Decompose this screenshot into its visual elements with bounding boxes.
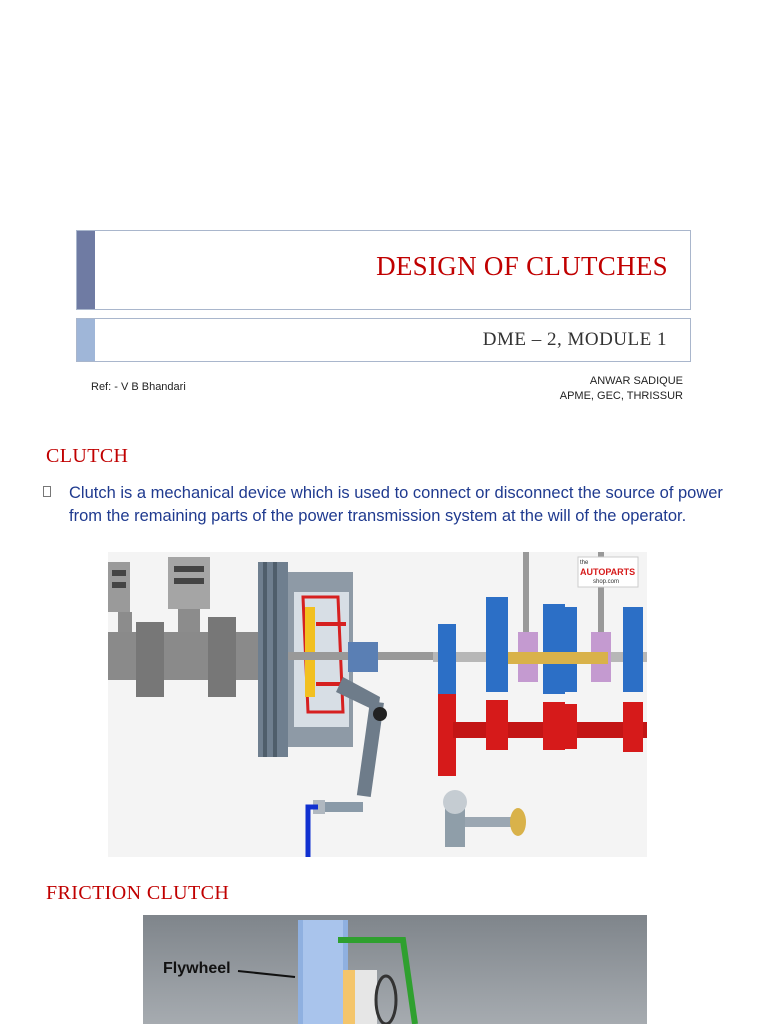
page-subtitle: DME – 2, MODULE 1	[482, 329, 667, 350]
flywheel-label: Flywheel	[163, 960, 231, 977]
clutch-transmission-diagram: the AUTOPARTS shop.com	[108, 552, 647, 857]
red-gears-icon	[438, 694, 647, 776]
title-accent-bar	[77, 231, 95, 309]
bullet-square-icon	[43, 486, 51, 497]
logo-text-bottom: shop.com	[593, 579, 619, 585]
author-affiliation: APME, GEC, THRISSUR	[559, 390, 683, 402]
shift-fork-icon	[443, 790, 526, 847]
autoparts-logo: the AUTOPARTS shop.com	[577, 556, 639, 588]
subtitle-accent-bar	[77, 319, 95, 361]
author-block: ANWAR SADIQUE APME, GEC, THRISSUR	[560, 374, 683, 404]
flywheel-icon	[258, 562, 353, 757]
synchro-icon	[508, 632, 611, 682]
blue-gears-icon	[438, 597, 643, 694]
subtitle-box: DME – 2, MODULE 1	[76, 318, 691, 362]
reference-text: Ref: - V B Bhandari	[91, 381, 186, 393]
section-heading-friction-clutch: FRICTION CLUTCH	[46, 882, 230, 904]
logo-text-top: the	[580, 560, 589, 566]
flywheel-icon	[298, 920, 348, 1024]
bullet-text: Clutch is a mechanical device which is u…	[69, 484, 723, 525]
friction-clutch-diagram: Flywheel	[143, 915, 647, 1026]
section-heading-clutch: CLUTCH	[46, 445, 129, 467]
author-name: ANWAR SADIQUE	[589, 375, 683, 387]
release-lever-icon	[313, 677, 387, 814]
title-box: DESIGN OF CLUTCHES	[76, 230, 691, 310]
friction-clutch-svg: Flywheel	[143, 915, 647, 1026]
clutch-transmission-svg: the AUTOPARTS shop.com	[108, 552, 647, 857]
page-title: DESIGN OF CLUTCHES	[376, 251, 668, 281]
logo-text-main: AUTOPARTS	[580, 567, 635, 577]
